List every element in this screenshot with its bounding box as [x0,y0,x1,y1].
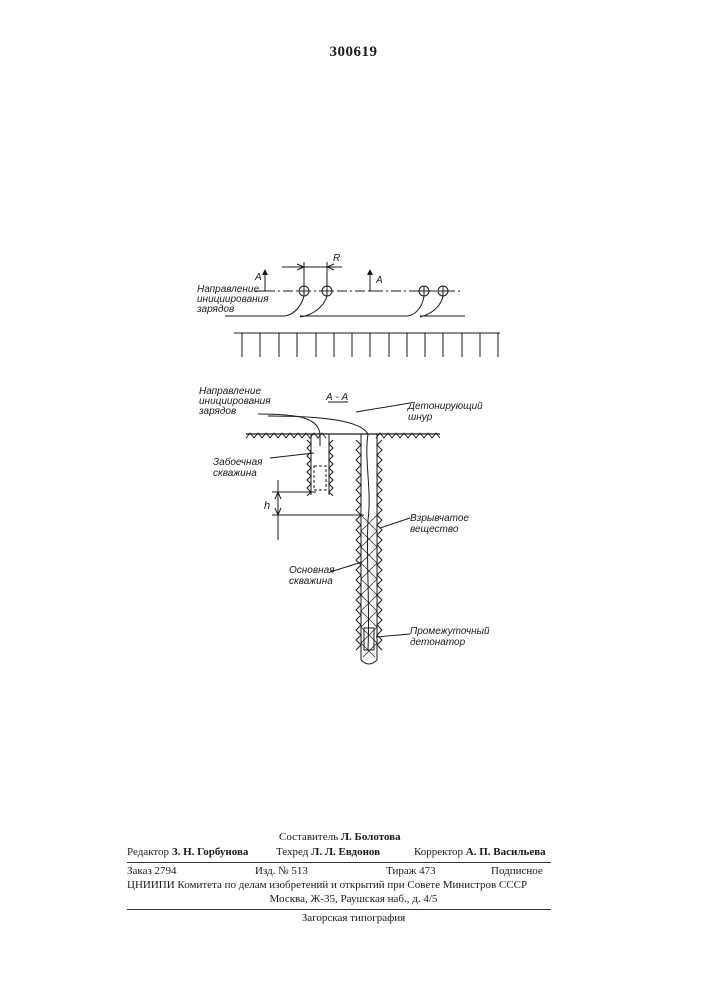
main-hole-label: Основная скважина [289,565,335,587]
edition-number: Изд. № 513 [255,865,308,877]
section-mark-left: А [254,272,262,283]
section-title: А - А [325,392,349,403]
depth-label: h [264,500,270,512]
leader-explosive [380,518,410,528]
address-line: Москва, Ж-35, Раушская наб., д. 4/5 [0,893,707,905]
bench-ticks [242,333,498,357]
svg-text:скважина: скважина [213,468,257,479]
explosive-fill [361,515,377,657]
plan-view [225,262,500,357]
svg-text:Детонирующий: Детонирующий [407,401,483,412]
tech-line: Техред Л. Л. Евдонов [276,846,380,858]
divider-top [127,862,551,863]
svg-text:зарядов: зарядов [196,304,234,315]
cord-to-main [268,416,368,434]
corrector-line: Корректор А. П. Васильева [414,846,546,858]
spacing-label: R [333,253,340,264]
order-number: Заказ 2794 [127,865,177,877]
stemming-hole-label: Забоечная скважина [213,456,263,479]
cord-label: Детонирующий шнур [407,401,483,423]
svg-text:Основная: Основная [289,565,335,576]
explosive-label: Взрывчатое вещество [410,513,469,535]
leader-cord [356,403,410,412]
main-hole [356,434,382,664]
subscription: Подписное [491,865,543,877]
detonator-label: Промежуточный детонатор [410,626,490,648]
plan-initiation-label: Направление инициирования зарядов [196,284,269,315]
divider-bottom [127,909,551,910]
svg-text:шнур: шнур [408,412,433,423]
composer-line: Составитель Л. Болотова [279,831,401,843]
section-initiation-label: Направление инициирования зарядов [198,386,271,417]
print-run: Тираж 473 [386,865,436,877]
svg-text:детонатор: детонатор [410,637,466,648]
svg-text:Взрывчатое: Взрывчатое [410,513,469,524]
svg-text:Промежуточный: Промежуточный [410,626,490,637]
editor-line: Редактор З. Н. Горбунова [127,846,248,858]
leader-detonator [376,634,410,637]
svg-text:вещество: вещество [410,524,459,535]
printer-line: Загорская типография [0,912,707,924]
svg-text:скважина: скважина [289,576,333,587]
section-mark-right: А [375,275,383,286]
institute-line: ЦНИИПИ Комитета по делам изобретений и о… [127,879,551,891]
svg-text:зарядов: зарядов [198,406,236,417]
svg-text:Забоечная: Забоечная [213,456,263,468]
